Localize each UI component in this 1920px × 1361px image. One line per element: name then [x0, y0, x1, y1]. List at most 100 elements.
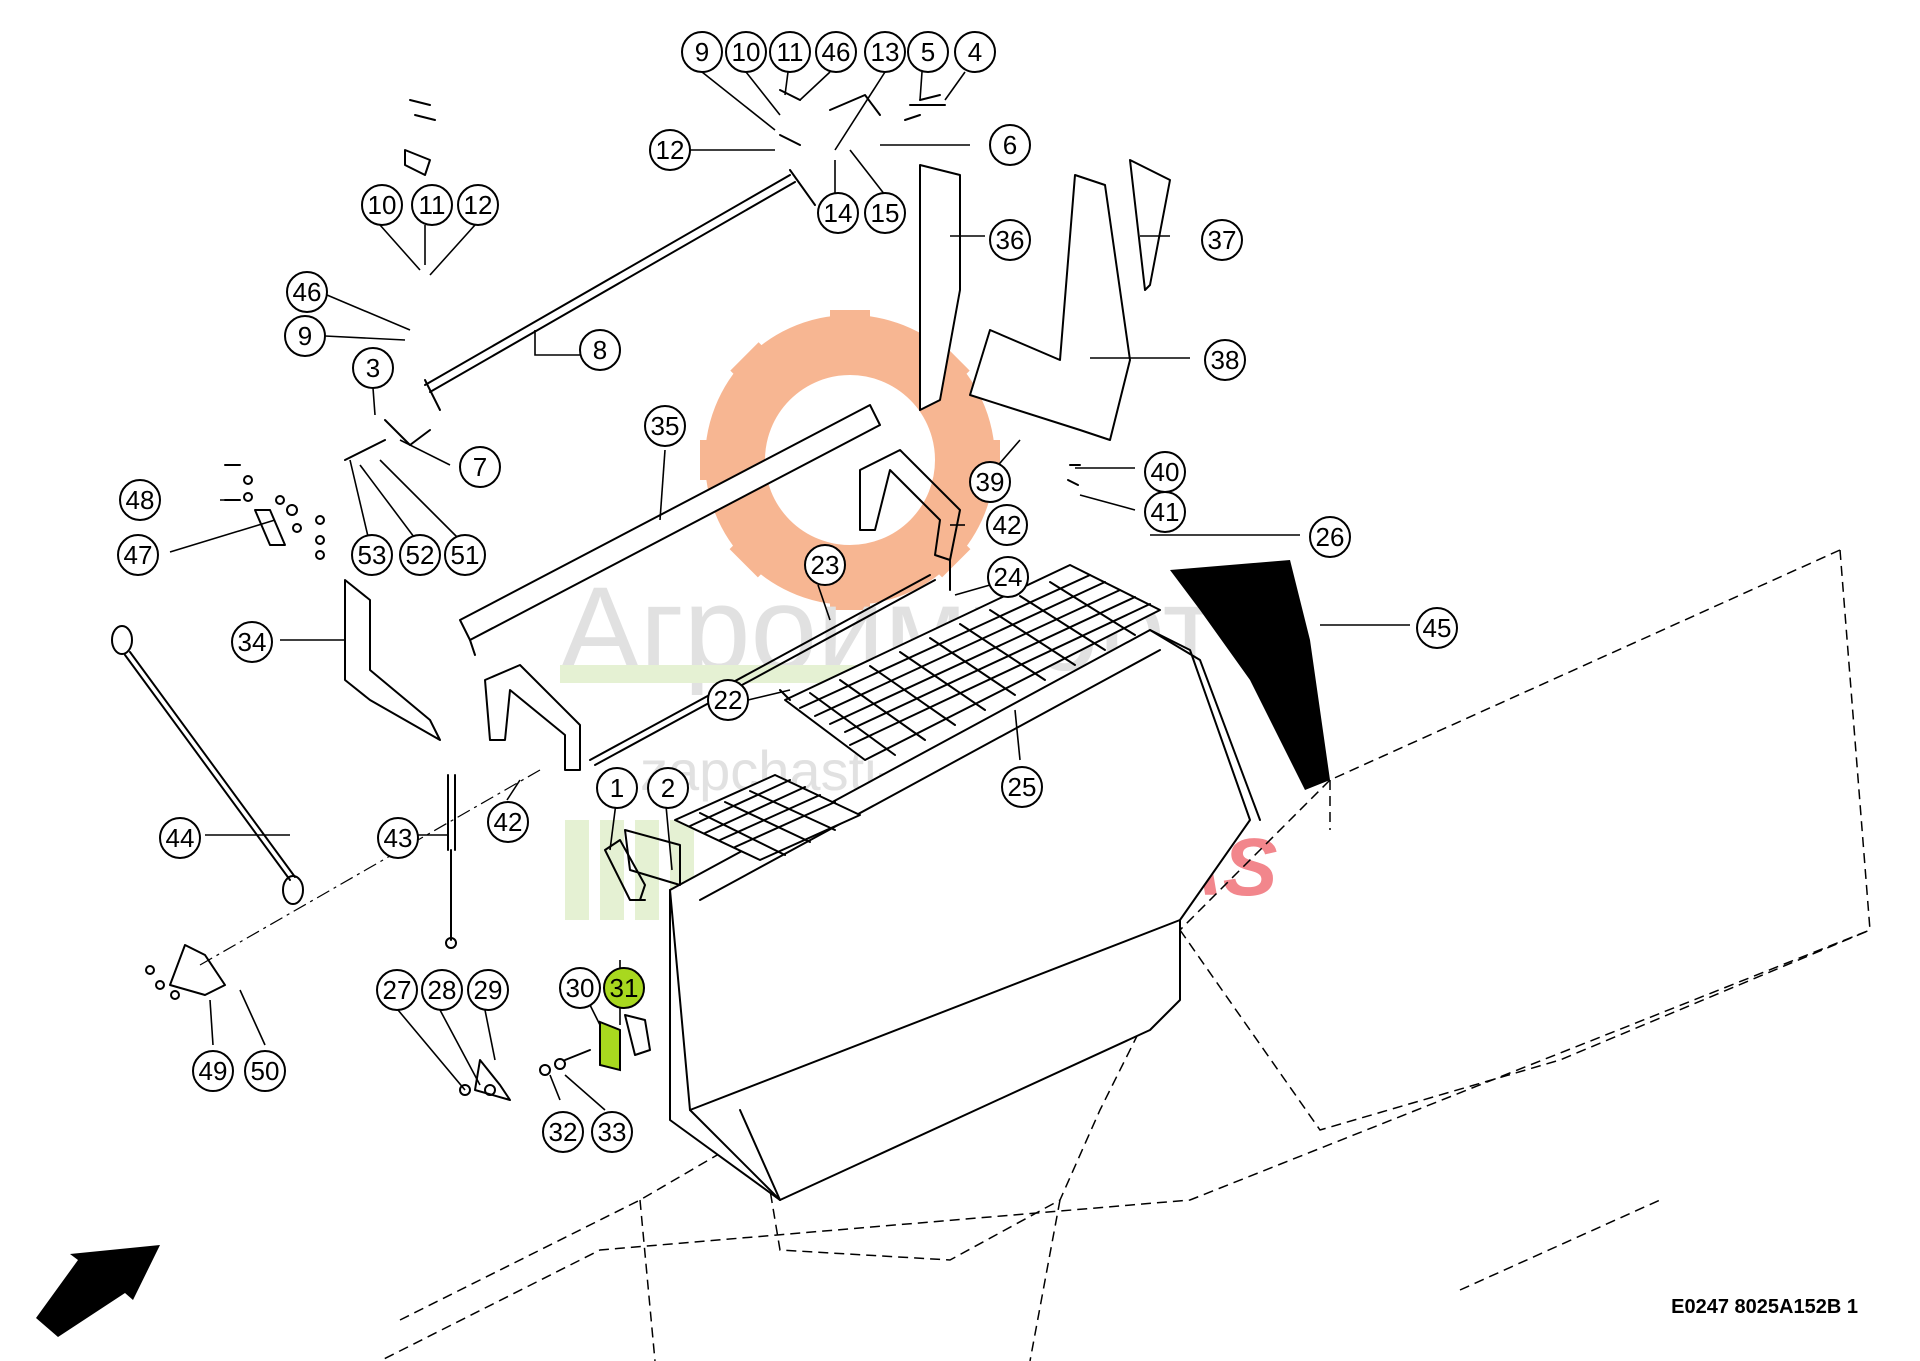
callout-31-selected[interactable]: 31: [603, 967, 645, 1009]
cable-44: [111, 625, 304, 905]
callout-42[interactable]: 42: [986, 504, 1028, 546]
callout-39[interactable]: 39: [969, 461, 1011, 503]
callout-27[interactable]: 27: [376, 969, 418, 1011]
callout-5[interactable]: 5: [907, 31, 949, 73]
callout-4[interactable]: 4: [954, 31, 996, 73]
callout-29[interactable]: 29: [467, 969, 509, 1011]
callout-14[interactable]: 14: [817, 192, 859, 234]
bracket-36: [919, 164, 961, 411]
svg-text:37: 37: [1208, 225, 1237, 255]
svg-text:22: 22: [714, 685, 743, 715]
callout-36[interactable]: 36: [989, 219, 1031, 261]
callout-45[interactable]: 45: [1416, 607, 1458, 649]
callout-37[interactable]: 37: [1201, 219, 1243, 261]
callout-15[interactable]: 15: [864, 192, 906, 234]
callout-10[interactable]: 10: [725, 31, 767, 73]
callout-52[interactable]: 52: [399, 534, 441, 576]
black-panel-45: [1170, 560, 1330, 790]
callout-43[interactable]: 43: [377, 817, 419, 859]
callout-2[interactable]: 2: [647, 767, 689, 809]
callout-50[interactable]: 50: [244, 1050, 286, 1092]
callout-32[interactable]: 32: [542, 1111, 584, 1153]
callout-9[interactable]: 9: [681, 31, 723, 73]
callout-30[interactable]: 30: [559, 967, 601, 1009]
callout-46[interactable]: 46: [286, 271, 328, 313]
svg-text:10: 10: [732, 37, 761, 67]
callout-11[interactable]: 11: [769, 31, 811, 73]
svg-text:28: 28: [428, 975, 457, 1005]
svg-text:34: 34: [238, 627, 267, 657]
leader-lines: [169, 71, 1410, 1111]
callout-3[interactable]: 3: [352, 347, 394, 389]
callout-13[interactable]: 13: [864, 31, 906, 73]
callout-12[interactable]: 12: [457, 184, 499, 226]
svg-text:26: 26: [1316, 522, 1345, 552]
rod-8: [424, 169, 816, 411]
svg-text:11: 11: [777, 37, 804, 67]
svg-text:46: 46: [822, 37, 851, 67]
callout-44[interactable]: 44: [159, 817, 201, 859]
callouts: 9 10 11 46 13 5 4 12 6 14 15 10 11 12 36…: [117, 31, 1458, 1153]
callout-12[interactable]: 12: [649, 129, 691, 171]
callout-46[interactable]: 46: [815, 31, 857, 73]
handle-1: [604, 839, 646, 901]
svg-text:48: 48: [126, 485, 155, 515]
callout-51[interactable]: 51: [444, 534, 486, 576]
callout-42[interactable]: 42: [487, 801, 529, 843]
svg-text:23: 23: [811, 550, 840, 580]
svg-text:42: 42: [494, 807, 523, 837]
svg-text:7: 7: [473, 452, 487, 482]
callout-49[interactable]: 49: [192, 1050, 234, 1092]
svg-text:9: 9: [298, 321, 312, 351]
drawing-code-label: E0247 8025A152B 1: [1671, 1296, 1858, 1318]
callout-40[interactable]: 40: [1144, 451, 1186, 493]
callout-25[interactable]: 25: [1001, 766, 1043, 808]
rod-23: [589, 574, 936, 766]
callout-24[interactable]: 24: [987, 556, 1029, 598]
callout-1[interactable]: 1: [596, 767, 638, 809]
callout-11[interactable]: 11: [411, 184, 453, 226]
plate-2: [624, 829, 681, 886]
callout-28[interactable]: 28: [421, 969, 463, 1011]
callout-48[interactable]: 48: [119, 479, 161, 521]
callout-38[interactable]: 38: [1204, 339, 1246, 381]
callout-23[interactable]: 23: [804, 544, 846, 586]
callout-8[interactable]: 8: [579, 329, 621, 371]
callout-41[interactable]: 41: [1144, 491, 1186, 533]
svg-text:27: 27: [383, 975, 412, 1005]
svg-text:4: 4: [968, 37, 982, 67]
callout-47[interactable]: 47: [117, 534, 159, 576]
svg-text:6: 6: [1003, 130, 1017, 160]
hinge-42-lower: [484, 664, 581, 771]
svg-text:15: 15: [871, 198, 900, 228]
callout-34[interactable]: 34: [231, 621, 273, 663]
svg-text:36: 36: [996, 225, 1025, 255]
svg-text:50: 50: [251, 1056, 280, 1086]
callout-35[interactable]: 35: [644, 405, 686, 447]
svg-text:9: 9: [695, 37, 709, 67]
svg-text:35: 35: [651, 411, 680, 441]
svg-text:31: 31: [610, 973, 639, 1003]
callout-9[interactable]: 9: [284, 315, 326, 357]
bracket-38: [969, 174, 1131, 441]
callout-6[interactable]: 6: [989, 124, 1031, 166]
callout-53[interactable]: 53: [351, 534, 393, 576]
callout-26[interactable]: 26: [1309, 516, 1351, 558]
callout-33[interactable]: 33: [591, 1111, 633, 1153]
svg-text:47: 47: [124, 540, 153, 570]
svg-text:44: 44: [166, 823, 195, 853]
svg-text:40: 40: [1151, 457, 1180, 487]
svg-text:32: 32: [549, 1117, 578, 1147]
svg-text:33: 33: [598, 1117, 627, 1147]
assembly-axis: [199, 769, 541, 966]
svg-text:8: 8: [593, 335, 607, 365]
side-plate-34: [344, 579, 441, 741]
svg-text:1: 1: [610, 773, 624, 803]
callout-10[interactable]: 10: [361, 184, 403, 226]
callout-7[interactable]: 7: [459, 446, 501, 488]
grille-25: [784, 564, 1161, 761]
callout-22[interactable]: 22: [707, 679, 749, 721]
svg-text:41: 41: [1151, 497, 1180, 527]
svg-text:12: 12: [464, 190, 493, 220]
